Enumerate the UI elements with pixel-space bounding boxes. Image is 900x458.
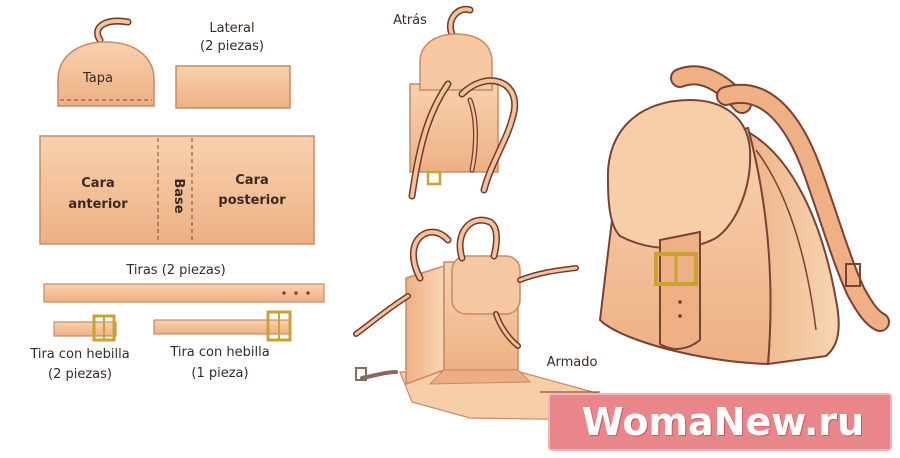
label-base: Base (171, 178, 186, 213)
label-lateral-line2: (2 piezas) (200, 39, 264, 54)
label-tira-hebilla-a-line2: (2 piezas) (48, 367, 112, 382)
label-tira-hebilla-b-line2: (1 pieza) (191, 366, 248, 381)
watermark-text: WomaNew.ru (581, 400, 865, 444)
piece-tira-hebilla-a: Tira con hebilla (2 piezas) (29, 314, 130, 382)
piece-lateral: Lateral (2 piezas) (175, 21, 291, 109)
piece-body-panel: Cara anterior Base Cara posterior (39, 135, 315, 245)
piece-tira-hebilla-b: Tira con hebilla (1 pieza) (153, 310, 292, 381)
piece-tapa: Tapa (57, 17, 155, 107)
label-cara-anterior-line1: Cara (81, 176, 115, 191)
label-tiras: Tiras (2 piezas) (125, 263, 225, 278)
watermark-box (548, 393, 892, 451)
label-tira-hebilla-b-line1: Tira con hebilla (169, 345, 269, 360)
label-armado: Armado (547, 355, 598, 370)
illustration-atras: Atrás (393, 5, 519, 200)
label-lateral-line1: Lateral (209, 21, 254, 36)
piece-tiras: Tiras (2 piezas) (43, 263, 325, 303)
label-cara-posterior-line1: Cara (235, 173, 269, 188)
label-atras: Atrás (393, 13, 427, 28)
label-cara-anterior-line2: anterior (68, 197, 128, 212)
label-cara-posterior-line2: posterior (218, 193, 286, 208)
label-tira-hebilla-a-line1: Tira con hebilla (29, 347, 129, 362)
illustration-armado: Armado (353, 216, 601, 421)
illustration-finished-backpack (598, 65, 890, 366)
label-tapa: Tapa (82, 71, 113, 86)
